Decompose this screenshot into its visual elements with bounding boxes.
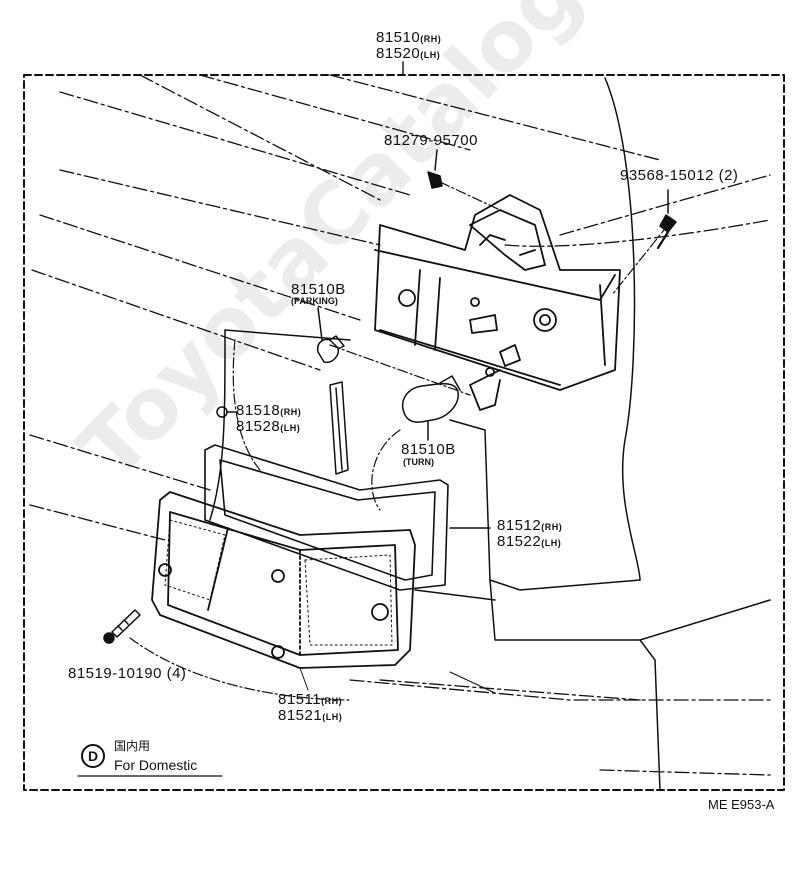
right-screw-graphic xyxy=(656,189,677,250)
bulb-turn-part: 81510B xyxy=(401,441,456,458)
screw-lens-label: 81519-10190 (4) xyxy=(68,665,187,682)
body-contour-lines xyxy=(29,74,771,776)
legend-en: For Domestic xyxy=(114,757,198,773)
lens-part-lh: 81521(LH) xyxy=(278,707,343,724)
assembly-leader-lines xyxy=(129,181,669,701)
figure-code: ME E953-A xyxy=(708,797,775,812)
top-screw-graphic xyxy=(427,149,443,189)
gasket-tag-lh: (LH) xyxy=(541,538,562,548)
assembly-tag-lh: (LH) xyxy=(420,50,441,60)
screw-right-qty: (2) xyxy=(718,167,739,184)
reflector-graphic xyxy=(216,381,349,475)
gasket-part-lh: 81522(LH) xyxy=(497,533,562,550)
lens-graphic xyxy=(151,491,416,669)
bulb-turn-note: (TURN) xyxy=(403,457,434,467)
bulb-parking-note: (PARKING) xyxy=(291,296,338,306)
lens-screw-graphic xyxy=(103,609,141,644)
lamp-housing xyxy=(374,194,621,411)
legend-symbol: D xyxy=(81,744,105,768)
assembly-part-lh: 81520(LH) xyxy=(376,45,441,62)
assembly-tag-rh: (RH) xyxy=(420,34,442,44)
label-leaders xyxy=(77,667,496,777)
parking-bulb-graphic xyxy=(316,307,345,364)
screw-right-label: 93568-15012 (2) xyxy=(620,167,739,184)
bulb-parking-part: 81510B xyxy=(291,281,346,298)
assembly-part-rh: 81510(RH) xyxy=(376,29,442,46)
reflector-tag-lh: (LH) xyxy=(280,423,301,433)
reflector-part-lh: 81528(LH) xyxy=(236,418,301,435)
gasket-part-rh: 81512(RH) xyxy=(497,517,563,534)
body-panel xyxy=(209,77,771,791)
lens-tag-lh: (LH) xyxy=(322,712,343,722)
screw-lens-qty: (4) xyxy=(166,665,187,682)
turn-bulb-graphic xyxy=(401,375,461,441)
gasket-tag-rh: (RH) xyxy=(541,522,563,532)
lens-tag-rh: (RH) xyxy=(321,696,343,706)
gasket-graphic xyxy=(204,444,491,591)
assembly-frame xyxy=(23,74,785,791)
screw-top-part: 81279-95700 xyxy=(384,132,478,149)
lens-part-rh: 81511(RH) xyxy=(278,691,343,708)
reflector-tag-rh: (RH) xyxy=(280,407,302,417)
reflector-part-rh: 81518(RH) xyxy=(236,402,302,419)
legend-jp: 国内用 xyxy=(114,739,151,753)
